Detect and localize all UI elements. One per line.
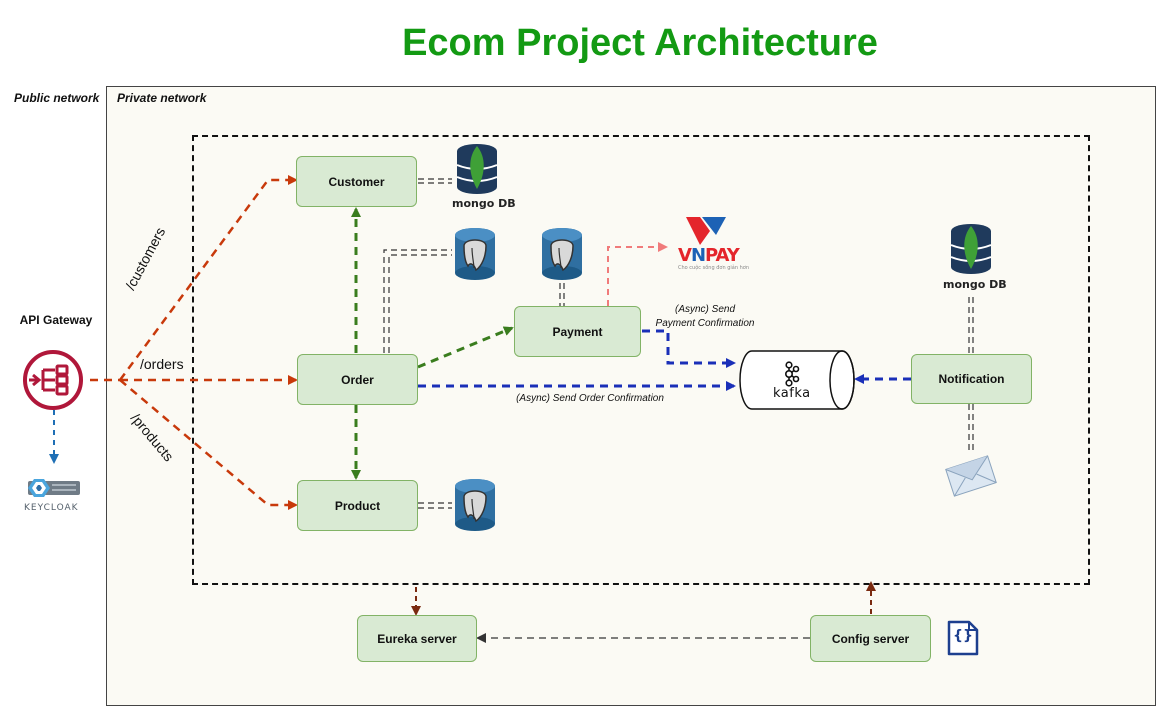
notification-service[interactable]: Notification	[911, 354, 1032, 404]
vnpay-icon: VNPAY Cho cuộc sống đơn giản hơn	[676, 215, 749, 271]
public-network-label: Public network	[14, 91, 100, 105]
config-json-icon: {}	[945, 620, 979, 661]
eureka-server[interactable]: Eureka server	[357, 615, 477, 662]
config-json-text: {}	[953, 628, 973, 644]
payment-confirmation-line1: (Async) Send	[674, 304, 736, 315]
order-confirmation-label: (Async) Send Order Confirmation	[516, 393, 664, 404]
order-postgres-edge-b	[388, 254, 452, 353]
postgresql-icon	[452, 477, 498, 538]
payment-confirmation-line2: Payment Confirmation	[655, 318, 755, 329]
gateway-routes	[90, 175, 298, 510]
api-gateway-icon[interactable]	[15, 348, 91, 417]
customers-route-edge	[118, 175, 298, 381]
mongodb-text: mongo DB	[943, 278, 1007, 291]
payment-service[interactable]: Payment	[514, 306, 641, 357]
config-server[interactable]: Config server	[810, 615, 931, 662]
keycloak-text: KEYCLOAK	[24, 503, 79, 513]
kafka-icon: kafka	[738, 349, 856, 416]
order-payment-edge	[417, 326, 514, 369]
orders-route-label: /orders	[140, 356, 184, 372]
customer-service[interactable]: Customer	[296, 156, 417, 207]
payment-confirmation-label: (Async) Send Payment Confirmation	[640, 303, 770, 331]
private-network-label: Private network	[117, 91, 207, 105]
envelope-icon	[945, 452, 997, 505]
postgresql-icon	[452, 226, 498, 287]
mongodb-icon: mongo DB	[943, 223, 1007, 291]
products-route-edge	[119, 379, 298, 510]
mongodb-text: mongo DB	[452, 197, 516, 210]
postgresql-icon	[539, 226, 585, 287]
services-boundary	[192, 135, 1090, 585]
kafka-text: kafka	[773, 386, 811, 401]
vnpay-text: VNPAY	[678, 245, 740, 266]
payment-vnpay-edge	[607, 242, 668, 306]
keycloak-icon: KEYCLOAK	[22, 475, 86, 513]
api-gateway-label: API Gateway	[19, 313, 93, 327]
order-service[interactable]: Order	[297, 354, 418, 405]
diagram-title: Ecom Project Architecture	[402, 22, 878, 64]
vnpay-tagline: Cho cuộc sống đơn giản hơn	[678, 265, 749, 271]
order-postgres-edge-a	[383, 249, 452, 353]
product-service[interactable]: Product	[297, 480, 418, 531]
mongodb-icon: mongo DB	[452, 143, 516, 210]
payment-kafka-edge	[642, 329, 736, 368]
